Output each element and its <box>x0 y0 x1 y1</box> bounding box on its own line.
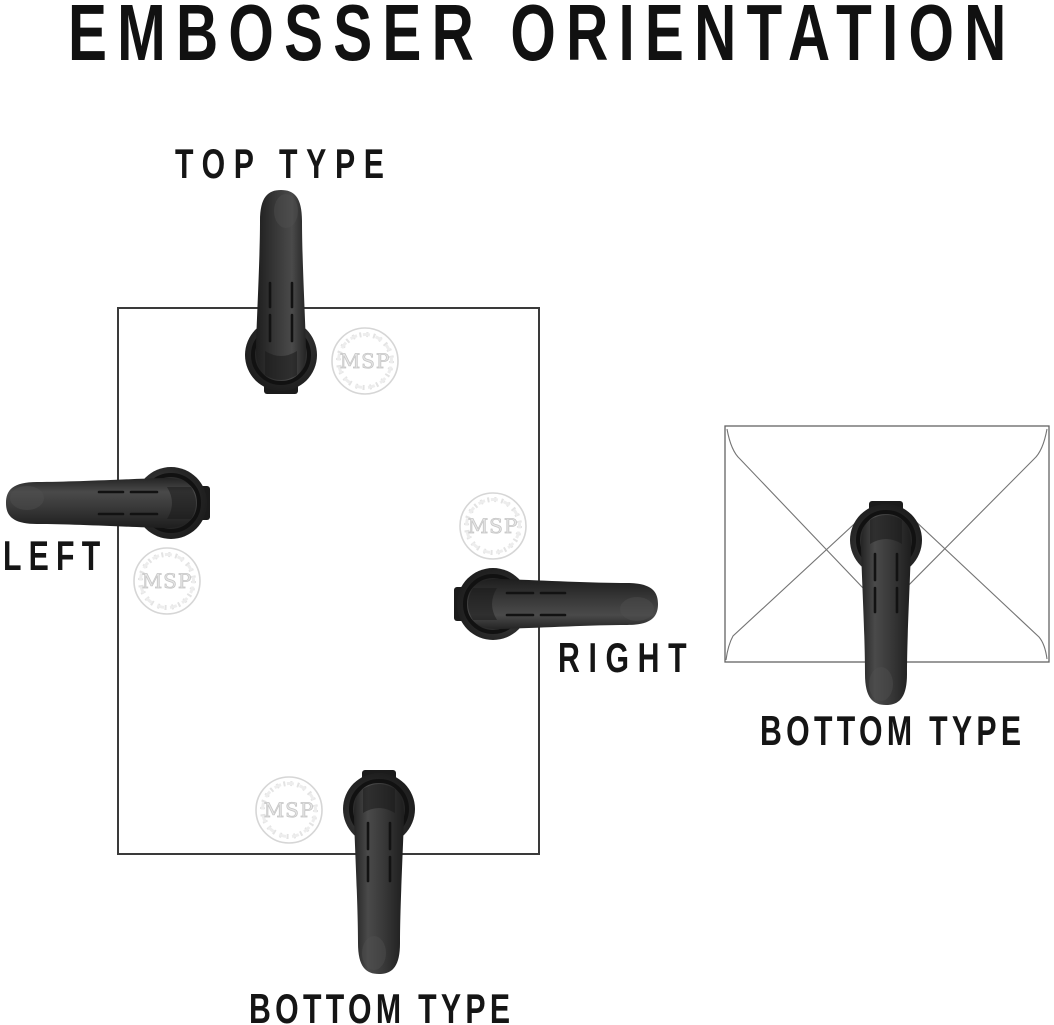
label-envelope-bottom-type: BOTTOM TYPE <box>760 707 1026 754</box>
envelope-fold-bottom-left <box>725 501 879 661</box>
embosser-left-orientation <box>4 465 212 541</box>
watermark-monogram: MSP <box>264 798 315 822</box>
embosser-right-orientation <box>452 566 660 642</box>
label-bottom-type: BOTTOM TYPE <box>249 985 515 1025</box>
label-top-type: TOP TYPE <box>175 140 393 187</box>
watermark-monogram: MSP <box>142 569 193 593</box>
envelope-fold-top-right <box>883 428 1048 611</box>
watermark-seal-bottom: MSP <box>256 777 322 843</box>
embosser-top-orientation <box>243 188 319 396</box>
watermark-seal-left: MSP <box>134 548 200 614</box>
envelope-fold-top-left <box>726 428 885 611</box>
watermark-seal-top: MSP <box>332 328 398 394</box>
page-title: EMBOSSER ORIENTATION <box>68 0 1017 77</box>
watermark-seal-right: MSP <box>460 493 526 559</box>
watermark-monogram: MSP <box>468 514 519 538</box>
envelope-fold-bottom-right <box>894 501 1048 660</box>
label-right: RIGHT <box>558 634 696 681</box>
watermark-monogram: MSP <box>340 349 391 373</box>
label-left: LEFT <box>3 532 108 579</box>
embosser-bottom-orientation <box>341 768 417 976</box>
